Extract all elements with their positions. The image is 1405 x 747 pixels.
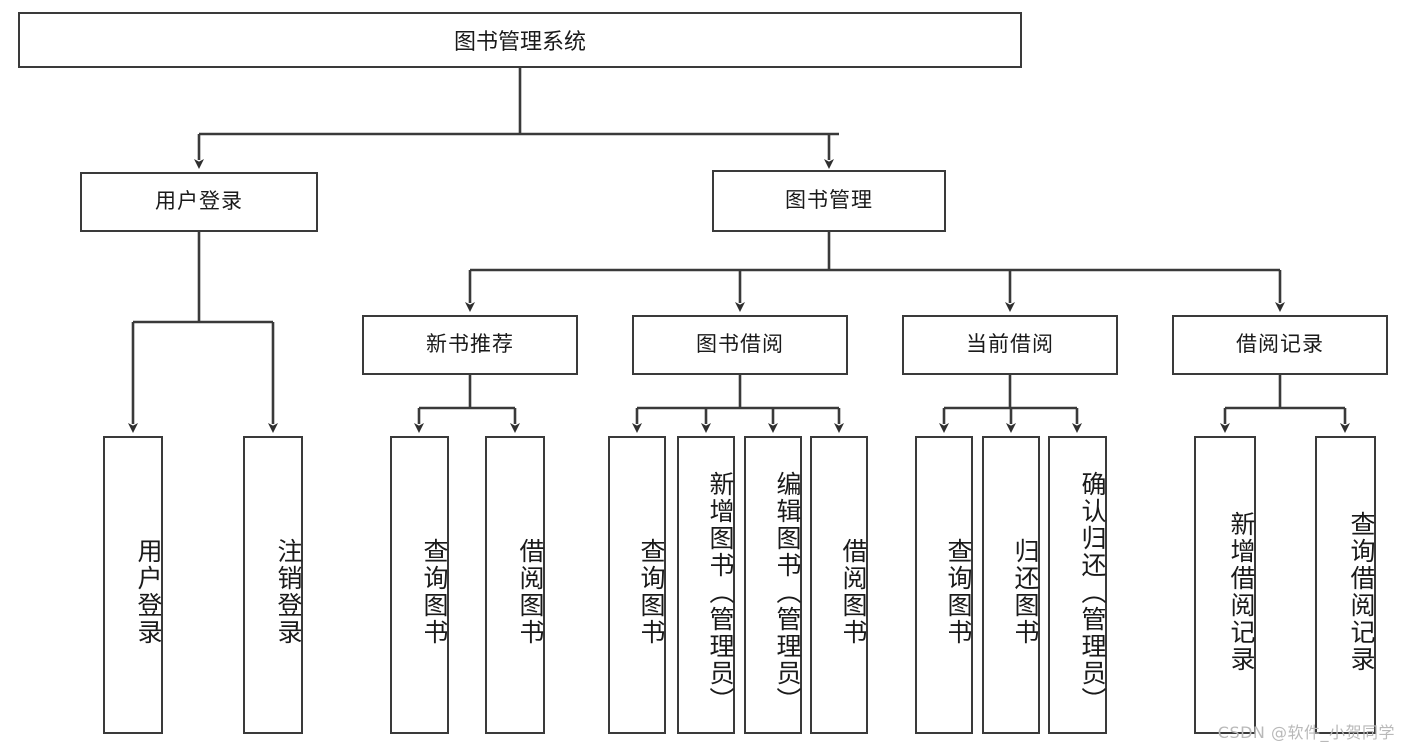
node-new-book-recommend-label: 新书推荐 xyxy=(426,332,514,357)
node-user-login[interactable]: 用户登录 xyxy=(80,172,318,232)
leaf-current-query-book[interactable]: 查询图书 xyxy=(915,436,973,734)
leaf-borrow-query-book[interactable]: 查询图书 xyxy=(608,436,666,734)
node-new-book-recommend[interactable]: 新书推荐 xyxy=(362,315,578,375)
leaf-new-book-query[interactable]: 查询图书 xyxy=(390,436,449,734)
leaf-label: 查询图书 xyxy=(420,538,449,646)
node-current-borrow-label: 当前借阅 xyxy=(966,332,1054,357)
leaf-borrow-edit-book-admin[interactable]: 编辑图书（管理员） xyxy=(744,436,802,734)
leaf-label: 查询图书 xyxy=(944,538,973,646)
leaf-label: 用户登录 xyxy=(134,538,163,646)
node-borrow-record-label: 借阅记录 xyxy=(1236,332,1324,357)
leaf-label: 编辑图书（管理员） xyxy=(773,470,802,714)
leaf-record-add-record[interactable]: 新增借阅记录 xyxy=(1194,436,1256,734)
node-user-login-label: 用户登录 xyxy=(155,189,243,214)
leaf-current-return-book[interactable]: 归还图书 xyxy=(982,436,1040,734)
node-book-borrow-label: 图书借阅 xyxy=(696,332,784,357)
leaf-label: 归还图书 xyxy=(1011,538,1040,646)
leaf-label: 注销登录 xyxy=(274,538,303,646)
node-current-borrow[interactable]: 当前借阅 xyxy=(902,315,1118,375)
leaf-label: 借阅图书 xyxy=(839,538,868,646)
node-book-borrow[interactable]: 图书借阅 xyxy=(632,315,848,375)
leaf-label: 新增图书（管理员） xyxy=(706,470,735,714)
leaf-label: 查询图书 xyxy=(637,538,666,646)
node-root-label: 图书管理系统 xyxy=(453,30,586,55)
node-root-system[interactable]: 图书管理系统 xyxy=(18,12,1022,68)
leaf-user-login-logout[interactable]: 注销登录 xyxy=(243,436,303,734)
leaf-new-book-borrow[interactable]: 借阅图书 xyxy=(485,436,545,734)
leaf-label: 借阅图书 xyxy=(516,538,545,646)
leaf-label: 查询借阅记录 xyxy=(1347,511,1376,673)
leaf-record-query-record[interactable]: 查询借阅记录 xyxy=(1315,436,1376,734)
leaf-label: 新增借阅记录 xyxy=(1227,511,1256,673)
leaf-borrow-add-book-admin[interactable]: 新增图书（管理员） xyxy=(677,436,735,734)
leaf-label: 确认归还（管理员） xyxy=(1078,470,1107,714)
leaf-borrow-borrow-book[interactable]: 借阅图书 xyxy=(810,436,868,734)
node-borrow-record[interactable]: 借阅记录 xyxy=(1172,315,1388,375)
leaf-user-login-login[interactable]: 用户登录 xyxy=(103,436,163,734)
leaf-current-confirm-return-admin[interactable]: 确认归还（管理员） xyxy=(1048,436,1107,734)
csdn-watermark: CSDN @软件_小贺同学 xyxy=(1217,723,1395,742)
node-book-management-label: 图书管理 xyxy=(785,188,873,213)
node-book-management[interactable]: 图书管理 xyxy=(712,170,946,232)
